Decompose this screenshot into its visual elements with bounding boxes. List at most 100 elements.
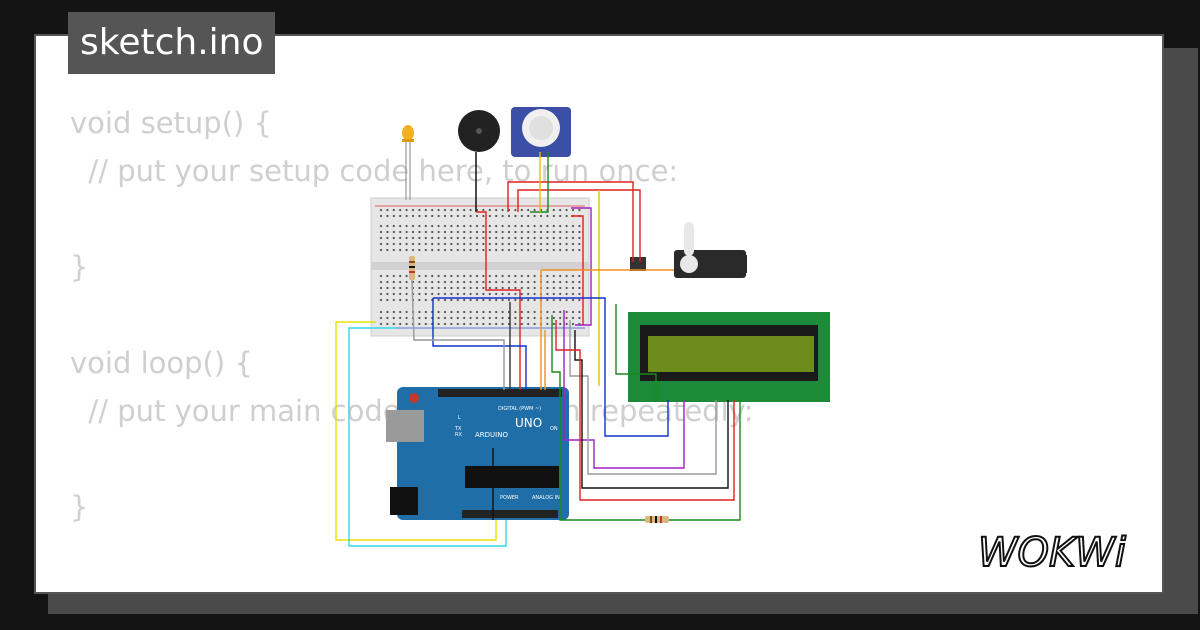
breadboard-hole: [482, 224, 485, 228]
breadboard-hole: [533, 242, 536, 246]
breadboard-hole: [527, 236, 530, 240]
breadboard-hole: [527, 322, 530, 326]
led[interactable]: [402, 125, 414, 200]
breadboard-hole: [392, 274, 395, 278]
pir-sensor[interactable]: [511, 107, 571, 157]
breadboard-hole: [411, 236, 415, 240]
breadboard-hole: [495, 310, 498, 314]
l-label: L: [458, 415, 461, 421]
breadboard-hole: [405, 236, 408, 240]
breadboard-hole: [527, 242, 530, 246]
breadboard-hole: [507, 248, 511, 252]
breadboard-hole: [520, 242, 523, 246]
breadboard-hole: [399, 280, 402, 284]
breadboard-hole: [488, 224, 491, 228]
breadboard-hole: [552, 322, 555, 326]
breadboard-hole: [418, 280, 421, 284]
breadboard-hole: [527, 214, 530, 218]
breadboard-hole: [501, 236, 504, 240]
breadboard-hole: [456, 224, 459, 228]
breadboard-hole: [405, 280, 408, 284]
lcd-1602[interactable]: [628, 312, 830, 402]
breadboard-hole: [488, 298, 491, 302]
breadboard-hole: [475, 310, 479, 314]
digital-header-label: DIGITAL (PWM ~): [498, 406, 541, 412]
breadboard-hole: [552, 224, 555, 228]
wokwi-logo[interactable]: WOKWi: [978, 528, 1150, 576]
breadboard-hole: [520, 316, 523, 320]
breadboard-hole: [463, 316, 466, 320]
breadboard-hole: [456, 298, 459, 302]
breadboard-hole: [482, 316, 485, 320]
breadboard-hole: [418, 236, 421, 240]
breadboard-hole: [386, 242, 389, 246]
breadboard-hole: [475, 316, 479, 320]
breadboard-hole: [501, 316, 504, 320]
breadboard-hole: [475, 224, 479, 228]
breadboard-hole: [463, 298, 466, 302]
breadboard-hole: [495, 292, 498, 296]
breadboard-hole: [527, 310, 530, 314]
breadboard-hole: [456, 310, 459, 314]
breadboard-hole: [424, 224, 427, 228]
breadboard-hole: [463, 286, 466, 290]
breadboard-hole: [520, 286, 523, 290]
breadboard-hole: [571, 310, 575, 314]
breadboard-hole: [571, 274, 575, 278]
breadboard-hole: [443, 214, 447, 218]
breadboard-hole: [539, 236, 543, 240]
breadboard-hole: [418, 298, 421, 302]
servo-motor[interactable]: [630, 222, 747, 278]
breadboard-hole: [501, 298, 504, 302]
breadboard-hole: [379, 298, 383, 302]
breadboard-hole: [437, 236, 440, 240]
breadboard-hole: [386, 208, 389, 212]
code-line: void setup() {: [70, 106, 272, 140]
breadboard-hole: [386, 310, 389, 314]
breadboard-hole: [552, 280, 555, 284]
breadboard-hole: [520, 322, 523, 326]
breadboard-hole: [546, 230, 549, 234]
file-tab[interactable]: sketch.ino: [68, 12, 276, 74]
breadboard-hole: [559, 322, 562, 326]
breadboard-hole: [520, 292, 523, 296]
breadboard-hole: [501, 310, 504, 314]
breadboard[interactable]: [370, 197, 590, 337]
arduino-uno[interactable]: UNO ARDUINO DIGITAL (PWM ~) POWER ANALOG…: [386, 387, 569, 520]
breadboard-hole: [379, 274, 383, 278]
breadboard-hole: [514, 236, 517, 240]
breadboard-hole: [431, 230, 434, 234]
breadboard-hole: [405, 286, 408, 290]
breadboard-hole: [469, 280, 472, 284]
breadboard-hole: [488, 316, 491, 320]
resistor-led[interactable]: [409, 256, 415, 280]
resistor-lcd[interactable]: [645, 516, 669, 523]
breadboard-hole: [392, 316, 395, 320]
code-line: }: [70, 490, 89, 524]
breadboard-hole: [418, 230, 421, 234]
breadboard-hole: [405, 298, 408, 302]
breadboard-hole: [392, 248, 395, 252]
breadboard-hole: [552, 248, 555, 252]
breadboard-hole: [475, 242, 479, 246]
breadboard-hole: [386, 274, 389, 278]
breadboard-hole: [475, 230, 479, 234]
breadboard-hole: [559, 286, 562, 290]
breadboard-hole: [469, 298, 472, 302]
breadboard-hole: [578, 280, 581, 284]
breadboard-hole: [399, 248, 402, 252]
breadboard-hole: [546, 322, 549, 326]
breadboard-hole: [559, 224, 562, 228]
breadboard-hole: [482, 298, 485, 302]
breadboard-hole: [456, 242, 459, 246]
breadboard-hole: [482, 214, 485, 218]
breadboard-hole: [482, 280, 485, 284]
breadboard-hole: [405, 322, 408, 326]
breadboard-hole: [552, 208, 555, 212]
breadboard-hole: [552, 316, 555, 320]
breadboard-hole: [488, 236, 491, 240]
breadboard-hole: [437, 230, 440, 234]
buzzer[interactable]: [458, 110, 500, 212]
breadboard-hole: [539, 242, 543, 246]
breadboard-hole: [437, 248, 440, 252]
